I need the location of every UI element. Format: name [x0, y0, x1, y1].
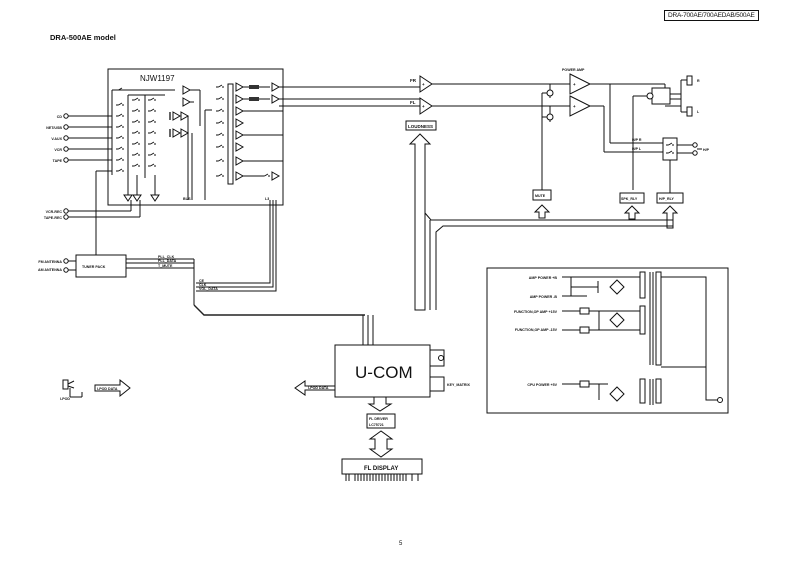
power-amp-label: POWER AMP: [562, 68, 585, 72]
fl-driver-label: FL DRIVER: [369, 417, 388, 421]
selector-ic-block: NJW1197 CD NET/USB V.AUX VCR TAPE VCR-RE…: [44, 68, 284, 260]
svg-text:+: +: [422, 104, 425, 109]
rec-output-label: TAPE-REC: [44, 216, 63, 220]
control-bus: [424, 212, 674, 310]
antenna-label: FM ANTENNA: [38, 260, 62, 264]
speaker-l-label: L: [697, 110, 700, 114]
page-number: 5: [399, 541, 403, 547]
spk-rly-label: SPK_RLY: [621, 197, 638, 201]
hp-jack-label: H/P: [703, 148, 710, 152]
rail-label: AMP POWER +B: [529, 276, 558, 280]
ipod-data-in-arrow: [94, 378, 131, 398]
tuner-block: FM ANTENNA AM ANTENNA TUNER PACK PLL_CLK…: [38, 254, 195, 305]
svg-text:+: +: [573, 104, 576, 109]
hp-l-label: H/P L: [632, 147, 642, 151]
loudness-block: LOUDNESS: [405, 120, 437, 311]
mute-transistors: MUTE: [532, 84, 554, 219]
fl-display-pins: [345, 474, 419, 481]
hp-rly-label: H/P_RLY: [659, 197, 674, 201]
ipod-data-out-label: I-POD DATA: [308, 386, 329, 390]
rec-output-label: VCR-REC: [46, 210, 63, 214]
loudness-label: LOUDNESS: [408, 124, 433, 129]
fl-amp: [419, 97, 433, 115]
speaker-r-label: R: [697, 79, 700, 83]
fl-label: FL: [410, 100, 416, 105]
ipod-jack-label: I-POD: [60, 397, 70, 401]
bus-signal: CLK: [199, 283, 207, 287]
input-jacks: CD NET/USB V.AUX VCR TAPE VCR-REC TAPE-R…: [44, 113, 141, 220]
selector-ic-label: NJW1197: [140, 74, 175, 83]
ic-pin-label: L3: [265, 197, 269, 201]
input-label: NET/USB: [46, 126, 62, 130]
hp-r-label: H/P R: [632, 138, 642, 142]
fl-driver-model: LC75721: [369, 423, 384, 427]
tuner-signal: PLL_CLK: [158, 255, 175, 259]
power-supply-block: AMP POWER +B AMP POWER -B FUNCTION,OP AM…: [486, 267, 729, 414]
serial-bus: CE CLK VOL_DATA: [193, 200, 374, 345]
fr-label: FR: [410, 78, 417, 83]
rail-label: FUNCTION,OP AMP +15V: [514, 310, 558, 314]
svg-text:+: +: [422, 82, 425, 87]
headphone-relay: H/P H/P_RLY: [656, 137, 710, 229]
volume-stages: L3: [204, 82, 283, 201]
bus-signal: CE: [199, 279, 205, 283]
front-channel-path: FR FL + +: [279, 75, 570, 115]
bus-signal: VOL_DATA: [199, 287, 218, 291]
model-badge: DRA-700AE/700AEDAB/500AE: [664, 10, 759, 21]
ipod-data-in-label: I-POD DATA: [97, 387, 118, 391]
bus-label: BUS: [183, 197, 191, 201]
speaker-relay: R L SPK_RLY: [619, 75, 700, 220]
antenna-label: AM ANTENNA: [38, 268, 62, 272]
input-label: V.AUX: [51, 137, 62, 141]
rail-label: AMP POWER -B: [530, 295, 558, 299]
fl-section: FL DRIVER LC75721 FL DISPLAY: [341, 413, 423, 481]
key-matrix-label: KEY_MATRIX: [447, 383, 470, 387]
rail-label: FUNCTION,OP AMP -15V: [515, 328, 558, 332]
power-amp-block: POWER AMP + + H/P R H/P L: [562, 68, 672, 153]
switch-matrix: [95, 87, 175, 260]
input-label: CD: [57, 115, 63, 119]
ucom-label: U-COM: [355, 363, 413, 382]
fr-amp: [419, 75, 433, 93]
section-title: DRA-500AE model: [50, 33, 116, 42]
tuner-signal: T_MUTE: [158, 264, 173, 268]
fl-display-label: FL DISPLAY: [364, 466, 398, 472]
tuner-signal: PLL_DATA: [158, 259, 177, 263]
tone-section: BUS: [169, 85, 201, 201]
ucom-block: U-COM KEY_MATRIX I-POD DATA: [294, 344, 470, 412]
ipod-data-out-arrow: [294, 380, 336, 396]
input-label: VCR: [54, 148, 62, 152]
mute-label: MUTE: [535, 194, 546, 198]
svg-text:+: +: [573, 82, 576, 87]
tuner-label: TUNER PACK: [82, 265, 106, 269]
rail-label: CPU POWER +5V: [527, 383, 557, 387]
ipod-input: I-POD I-POD DATA: [60, 378, 131, 401]
input-label: TAPE: [53, 159, 63, 163]
